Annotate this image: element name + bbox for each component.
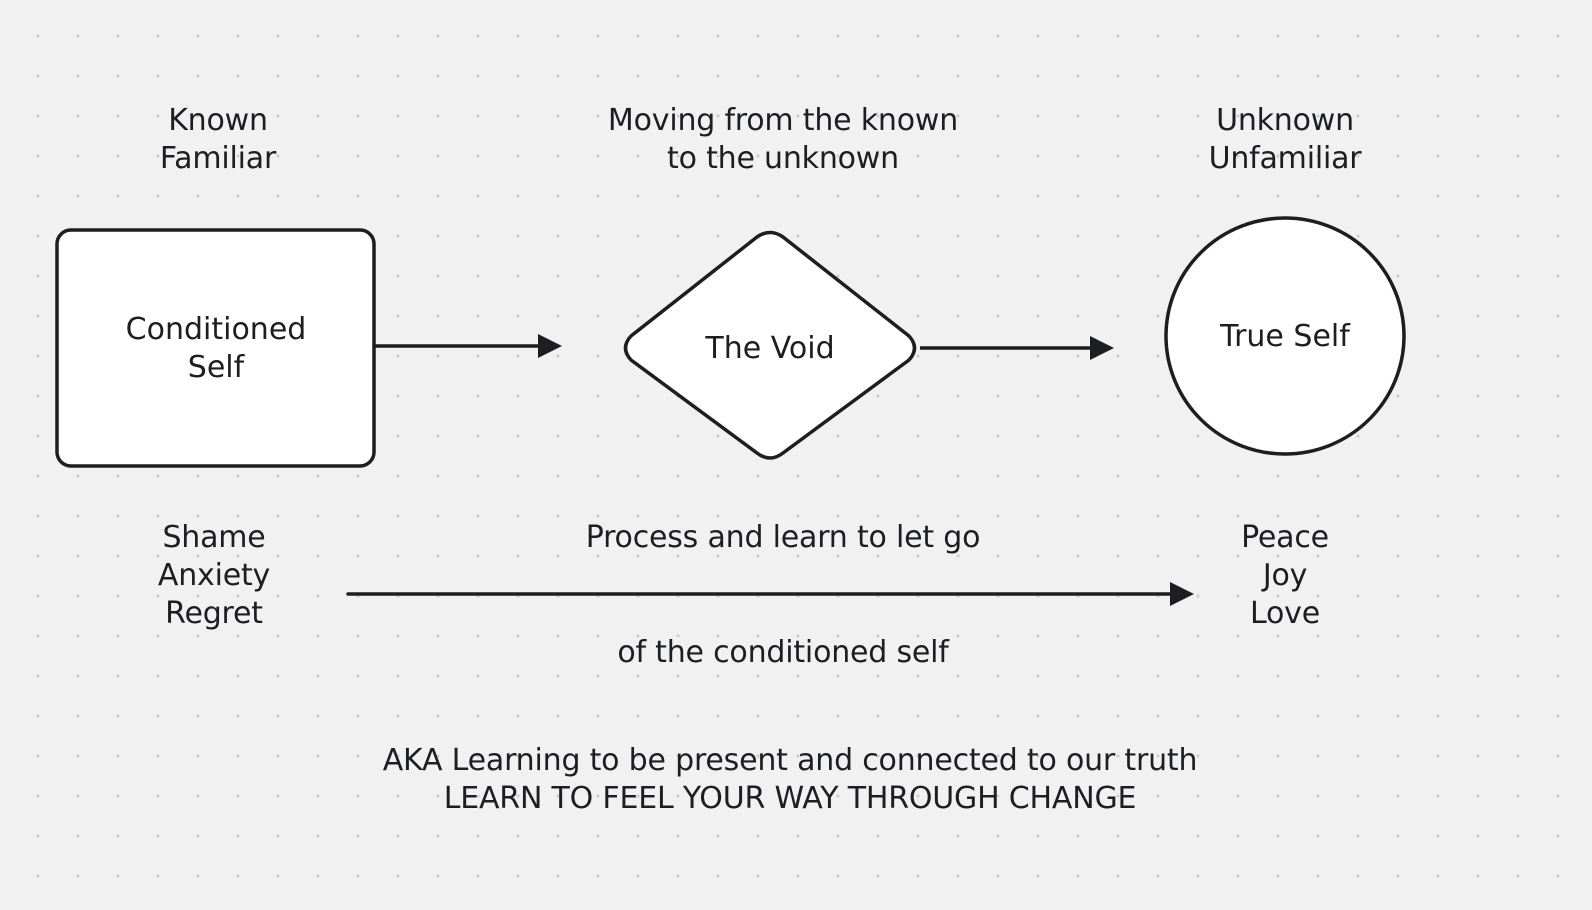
middle-column-header: Moving from the known to the unknown	[583, 102, 983, 178]
feeling-item: Love	[1250, 596, 1320, 631]
the-void-label: The Void	[705, 330, 834, 368]
node-line: Self	[187, 350, 245, 385]
header-line: Moving from the known	[607, 103, 959, 138]
feeling-item: Anxiety	[157, 558, 271, 593]
header-line: to the unknown	[667, 141, 899, 176]
the-void-node[interactable]	[623, 230, 917, 460]
process-label-below: of the conditioned self	[533, 634, 1033, 672]
process-text: of the conditioned self	[617, 635, 949, 670]
true-self-label: True Self	[1220, 318, 1350, 356]
footer-text: AKA Learning to be present and connected…	[340, 742, 1240, 818]
arrow-conditioned-to-void[interactable]	[375, 334, 562, 358]
node-line: The Void	[705, 331, 835, 366]
header-line: Unknown	[1216, 103, 1354, 138]
header-line: Familiar	[159, 141, 277, 176]
node-line: Conditioned	[125, 312, 307, 347]
header-line: Unfamiliar	[1208, 141, 1362, 176]
process-label-above: Process and learn to let go	[533, 519, 1033, 557]
arrowhead-icon	[538, 334, 562, 358]
right-column-header: Unknown Unfamiliar	[1185, 102, 1385, 178]
arrow-void-to-true-self[interactable]	[920, 336, 1114, 360]
feeling-item: Regret	[165, 596, 263, 631]
arrowhead-icon	[1090, 336, 1114, 360]
footer-line-2: LEARN TO FEEL YOUR WAY THROUGH CHANGE	[443, 781, 1137, 816]
feeling-item: Joy	[1262, 558, 1308, 593]
right-feelings-list: Peace Joy Love	[1185, 519, 1385, 633]
left-feelings-list: Shame Anxiety Regret	[114, 519, 314, 633]
header-line: Known	[168, 103, 268, 138]
left-column-header: Known Familiar	[118, 102, 318, 178]
arrowhead-icon	[1170, 582, 1194, 606]
true-self-node[interactable]	[1164, 216, 1406, 456]
feeling-item: Shame	[162, 520, 266, 555]
conditioned-self-node[interactable]	[55, 228, 376, 468]
footer-line-1: AKA Learning to be present and connected…	[382, 743, 1198, 778]
conditioned-self-label: Conditioned Self	[126, 311, 307, 387]
feeling-item: Peace	[1241, 520, 1329, 555]
arrow-process[interactable]	[346, 582, 1194, 606]
node-line: True Self	[1220, 319, 1350, 354]
process-text: Process and learn to let go	[585, 520, 981, 555]
